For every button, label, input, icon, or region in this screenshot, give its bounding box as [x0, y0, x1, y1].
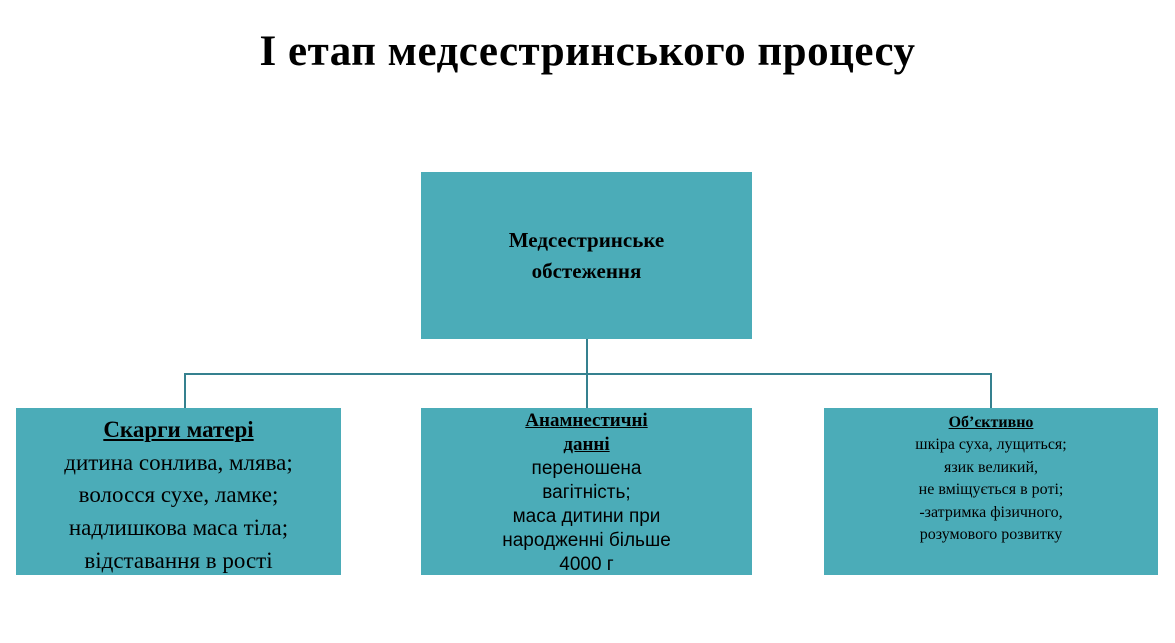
node-nursing-examination[interactable]: Медсестринське обстеження [421, 172, 752, 339]
node-objective[interactable]: Об’єктивно шкіра суха, лущиться; язик ве… [824, 408, 1158, 575]
connector-drop-right [990, 373, 992, 408]
node-mother-complaints[interactable]: Скарги матері дитина сонлива, млява; вол… [16, 408, 341, 575]
connector-drop-left [184, 373, 186, 408]
node-nursing-examination-label: Медсестринське обстеження [508, 228, 665, 283]
connector-horizontal-rail [184, 373, 992, 375]
node-anamnestic-data-heading: Анамнестичні данні [525, 410, 648, 455]
node-objective-heading: Об’єктивно [948, 414, 1034, 431]
node-anamnestic-data-body: переношена вагітність; маса дитини при н… [502, 457, 671, 575]
node-mother-complaints-body: дитина сонлива, млява; волосся сухе, лам… [64, 449, 293, 573]
node-mother-complaints-heading: Скарги матері [103, 417, 254, 442]
node-anamnestic-data[interactable]: Анамнестичні данні переношена вагітність… [421, 408, 752, 575]
node-objective-body: шкіра суха, лущиться; язик великий, не в… [915, 436, 1067, 543]
page-title: І етап медсестринського процесу [259, 28, 916, 75]
